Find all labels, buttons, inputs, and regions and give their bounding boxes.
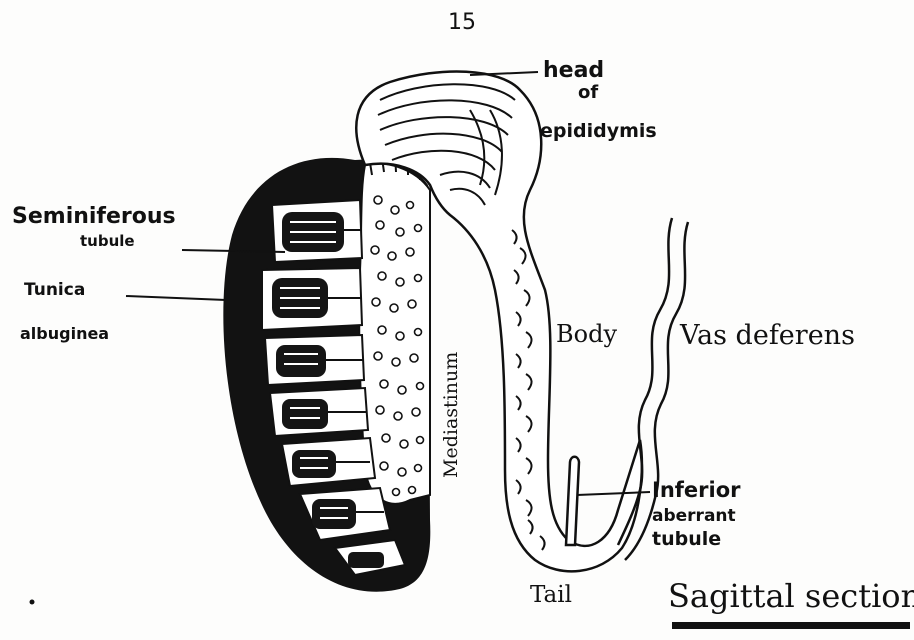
label-tail: Tail [530,584,572,607]
label-head-line1: head [543,60,604,82]
title-underline [672,622,910,629]
label-inferior-line2: aberrant [652,508,736,525]
label-tunica-line2: albuginea [20,326,109,342]
inferior-aberrant-tubule [566,457,579,545]
label-body: Body [556,322,617,346]
label-seminiferous-line2: tubule [80,234,135,249]
label-seminiferous-line1: Seminiferous [12,206,176,228]
label-inferior-line3: tubule [652,530,721,549]
label-inferior-line1: Inferior [652,480,740,501]
label-mediastinum: Mediastinum [442,352,461,478]
leader-tunica [126,296,226,300]
section-title: Sagittal section [668,580,914,612]
label-head-line2: of [578,84,598,102]
label-vas-deferens: Vas deferens [680,322,855,349]
stray-dot [30,600,35,605]
page-number: 15 [448,12,476,34]
label-head-line3: epididymis [540,122,657,141]
label-tunica-line1: Tunica [24,282,85,299]
